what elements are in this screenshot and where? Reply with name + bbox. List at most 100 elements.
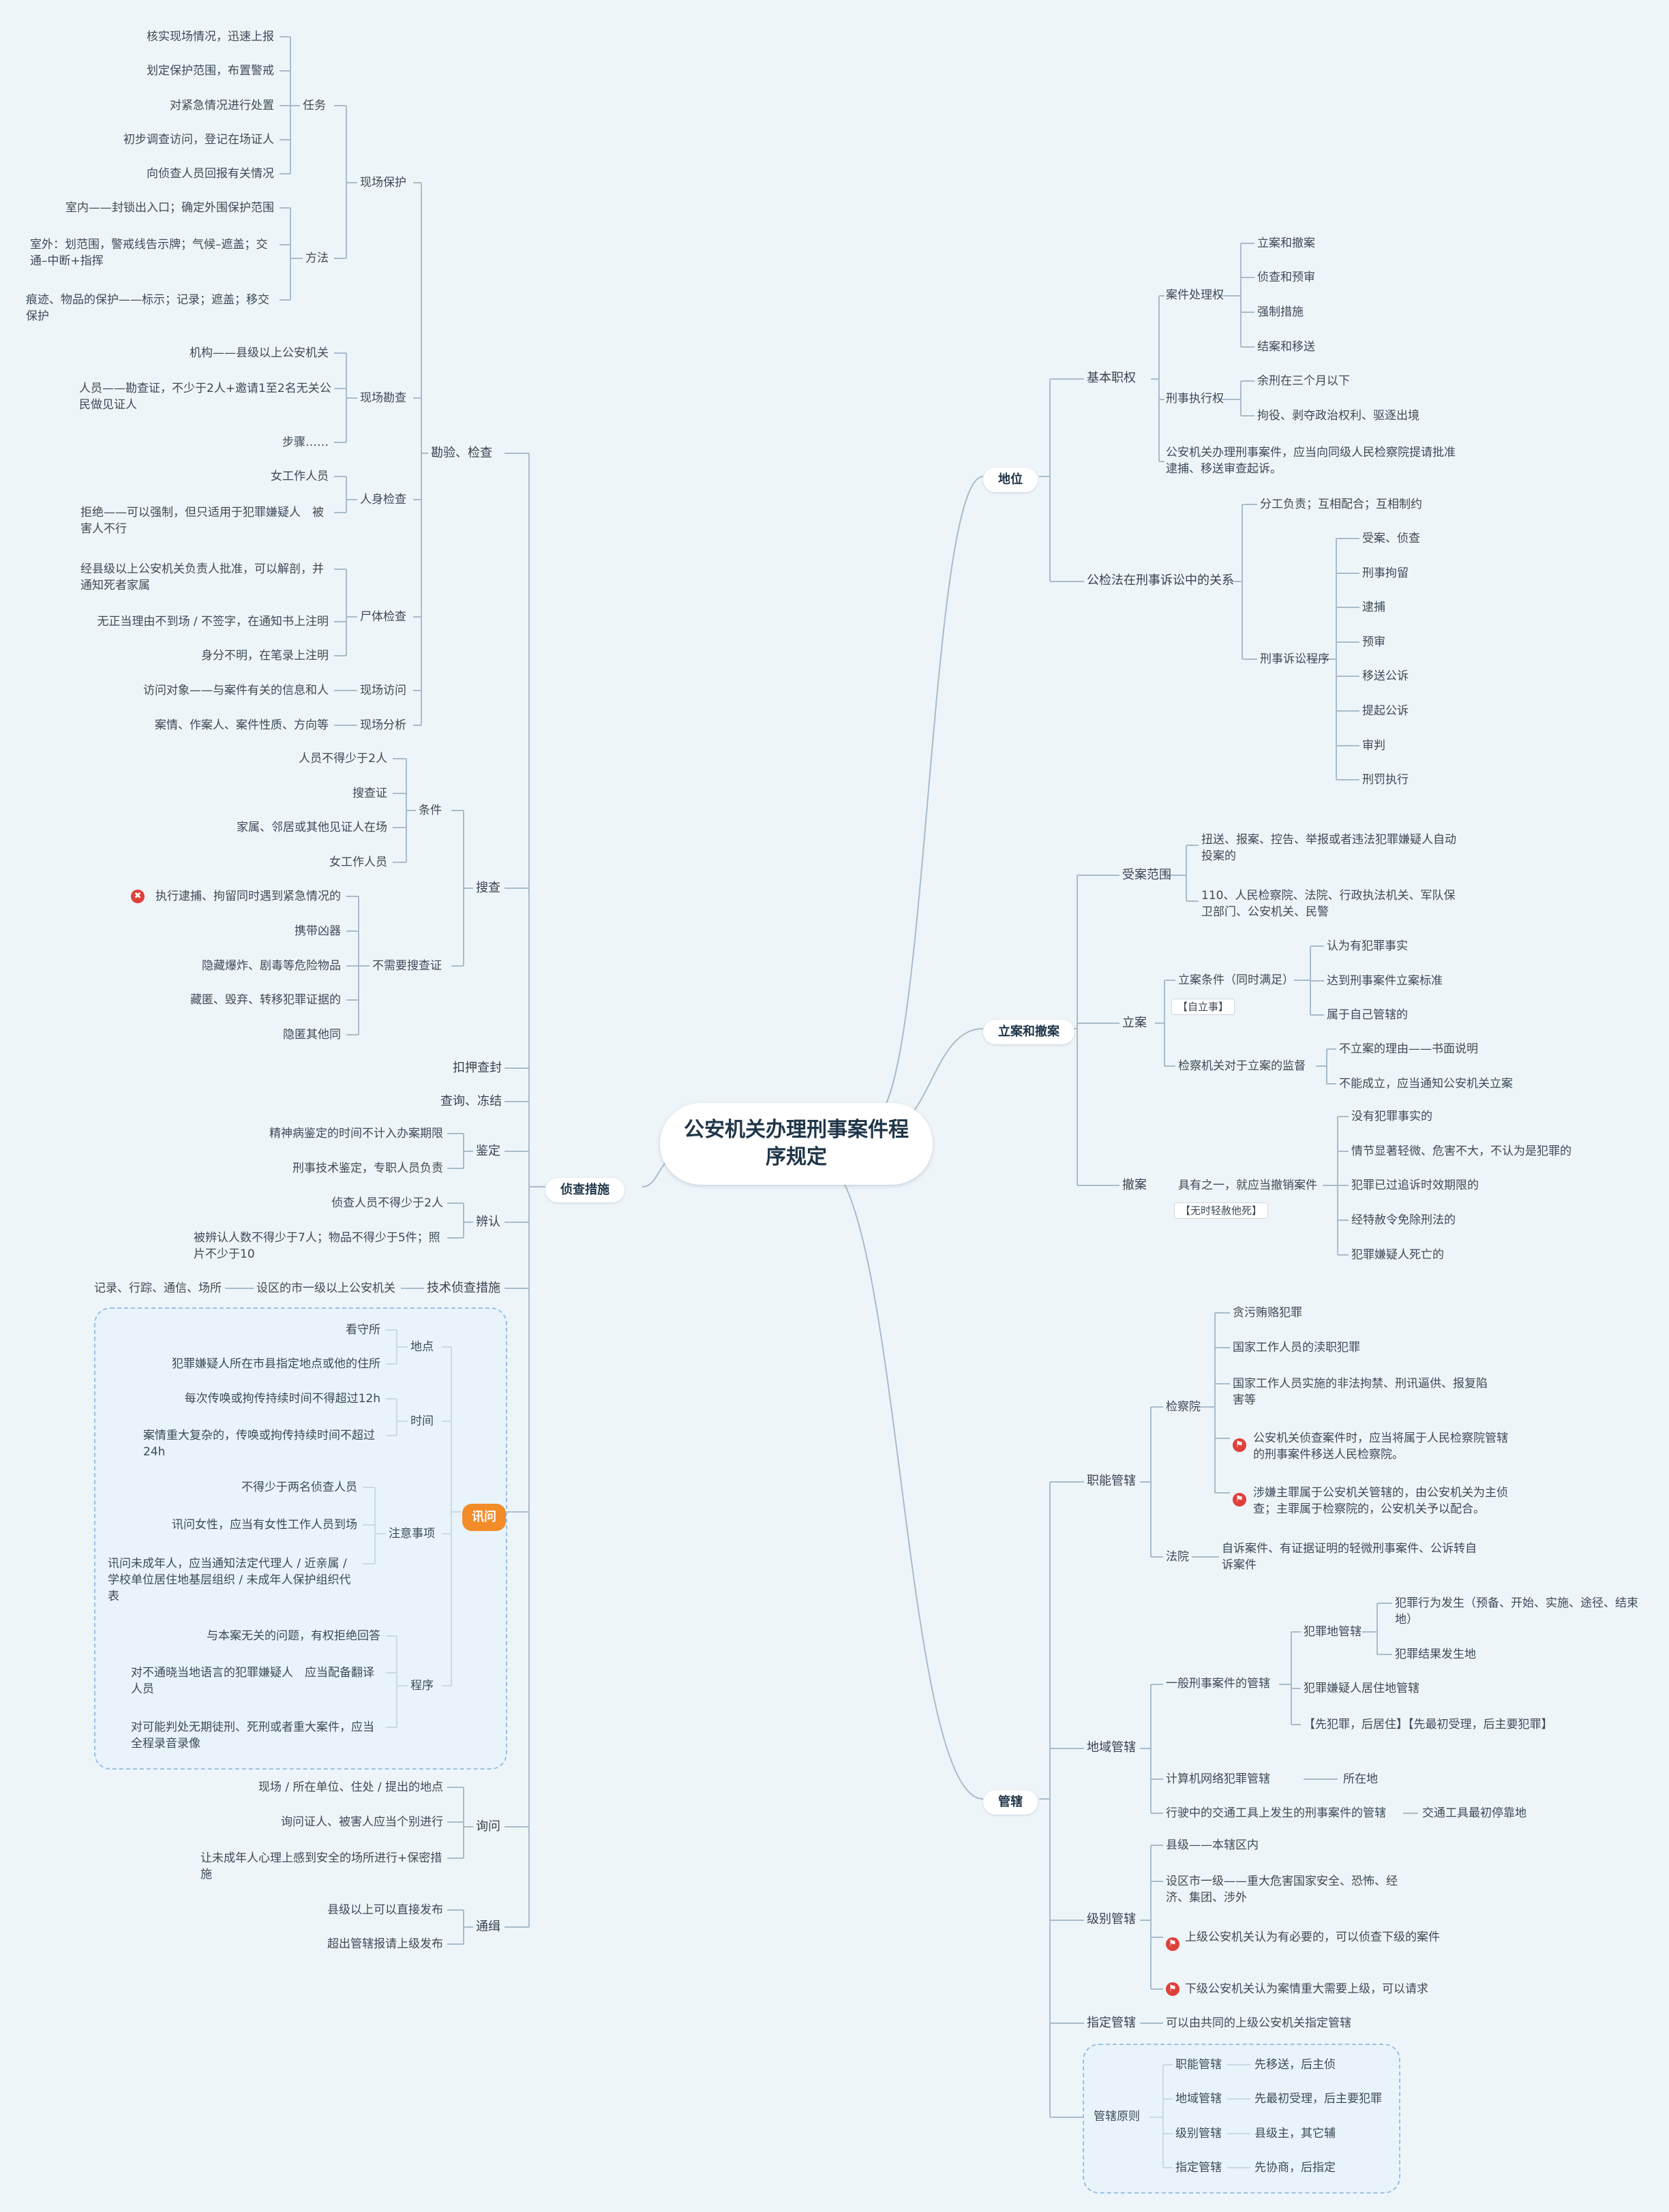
bianren-item[interactable]: 被辨认人数不得少于7人；物品不得少于5件；照片不少于10 xyxy=(194,1231,440,1261)
fangfa[interactable]: 方法 xyxy=(305,252,329,265)
renshen-item[interactable]: 女工作人员 xyxy=(271,470,329,483)
kancha-item[interactable]: 人员——勘查证，不少于2人+邀请1至2名无关公民做见证人 xyxy=(79,382,331,412)
guanxia-yuanze[interactable]: 管辖原则 xyxy=(1094,2110,1140,2123)
tiaojian-item[interactable]: 家属、邻居或其他见证人在场 xyxy=(237,821,387,834)
branch-zhencha[interactable]: 侦查措施 xyxy=(545,1178,625,1202)
chengxu-item[interactable]: 审判 xyxy=(1362,739,1385,753)
fanzuidi-item[interactable]: 犯罪行为发生（预备、开始、实施、途径、结束地） xyxy=(1395,1596,1638,1626)
xingshi-jiaotong-item[interactable]: 交通工具最初停靠地 xyxy=(1422,1806,1527,1820)
anjian-item[interactable]: 结案和移送 xyxy=(1257,340,1315,354)
xunwen2-item[interactable]: 让未成年人心理上感到安全的场所进行+保密措施 xyxy=(200,1851,442,1881)
renwu-item[interactable]: 划定保护范围，布置警戒 xyxy=(147,64,274,78)
chengxu-item[interactable]: 受案、侦查 xyxy=(1362,532,1420,545)
gongjianfa-guanxi[interactable]: 公检法在刑事诉讼中的关系 xyxy=(1087,573,1234,588)
renwu[interactable]: 任务 xyxy=(303,99,326,112)
jcy-item[interactable]: 公安机关侦查案件时，应当将属于人民检察院管辖的刑事案件移送人民检察院。 xyxy=(1253,1431,1508,1461)
yuanze-value[interactable]: 县级主，其它辅 xyxy=(1254,2127,1336,2140)
jiandu-item[interactable]: 不立案的理由——书面说明 xyxy=(1339,1042,1478,1056)
shiti-jiancha[interactable]: 尸体检查 xyxy=(360,610,406,624)
renshen-item[interactable]: 拒绝——可以强制，但只适用于犯罪嫌疑人 被害人不行 xyxy=(80,506,324,536)
xunwen2-item[interactable]: 现场 / 所在单位、住处 / 提出的地点 xyxy=(258,1781,443,1794)
xingshi-item[interactable]: 余刑在三个月以下 xyxy=(1257,374,1350,388)
bianren[interactable]: 辨认 xyxy=(476,1215,500,1229)
lian-node[interactable]: 立案 xyxy=(1122,1016,1147,1030)
zhuyi-item[interactable]: 不得少于两名侦查人员 xyxy=(241,1481,357,1494)
renshen-jiancha[interactable]: 人身检查 xyxy=(360,493,406,506)
anjian-item[interactable]: 强制措施 xyxy=(1257,305,1304,319)
zhiding-guanxia[interactable]: 指定管辖 xyxy=(1087,2016,1136,2030)
renwu-item[interactable]: 核实现场情况，迅速上报 xyxy=(147,30,274,44)
yuanze-value[interactable]: 先移送，后主侦 xyxy=(1254,2058,1336,2072)
jcy-item[interactable]: 国家工作人员的渎职犯罪 xyxy=(1233,1341,1360,1354)
tiaojian-item[interactable]: 达到刑事案件立案标准 xyxy=(1327,974,1443,988)
jishu-zhencha[interactable]: 技术侦查措施 xyxy=(427,1281,500,1295)
renwu-item[interactable]: 向侦查人员回报有关情况 xyxy=(147,167,274,181)
tongji-item[interactable]: 县级以上可以直接发布 xyxy=(327,1903,443,1917)
tiaojian-item[interactable]: 属于自己管辖的 xyxy=(1327,1008,1408,1022)
chengxu-item[interactable]: 对不通晓当地语言的犯罪嫌疑人 应当配备翻译人员 xyxy=(131,1666,374,1696)
bianren-item[interactable]: 侦查人员不得少于2人 xyxy=(331,1196,443,1210)
fayuan[interactable]: 法院 xyxy=(1166,1550,1189,1564)
zhuyi-item[interactable]: 讯问未成年人，应当通知法定代理人 / 近亲属 / 学校单位居住地基层组织 / 未… xyxy=(108,1557,351,1603)
xunwen2-node[interactable]: 询问 xyxy=(476,1819,500,1834)
branch-lian[interactable]: 立案和撤案 xyxy=(983,1020,1074,1044)
anjian-chuliquan[interactable]: 案件处理权 xyxy=(1166,288,1224,302)
jcy-item[interactable]: 国家工作人员实施的非法拘禁、刑讯逼供、报复陷害等 xyxy=(1233,1377,1488,1407)
chengxu-item[interactable]: 对可能判处无期徒刑、死刑或者重大案件，应当全程录音录像 xyxy=(131,1721,374,1751)
xingshi-zhixingquan[interactable]: 刑事执行权 xyxy=(1166,392,1224,406)
lian-jiandu[interactable]: 检察机关对于立案的监督 xyxy=(1178,1059,1306,1073)
xingshi-susong-chengxu[interactable]: 刑事诉讼程序 xyxy=(1260,652,1329,666)
chean-juyou[interactable]: 具有之一，就应当撤销案件 xyxy=(1178,1179,1317,1192)
zhineng-guanxia[interactable]: 职能管辖 xyxy=(1087,1474,1136,1488)
xunwen-chengxu[interactable]: 程序 xyxy=(410,1679,434,1693)
xingshi-item[interactable]: 拘役、剥夺政治权利、驱逐出境 xyxy=(1257,409,1419,423)
zhiding-item[interactable]: 可以由共同的上级公安机关指定管辖 xyxy=(1166,2016,1351,2030)
jiben-note[interactable]: 公安机关办理刑事案件，应当向同级人民检察院提请批准逮捕、移送审查起诉。 xyxy=(1166,446,1456,476)
chean-item[interactable]: 犯罪已过追诉时效期限的 xyxy=(1351,1179,1479,1192)
chengxu-item[interactable]: 提起公诉 xyxy=(1362,704,1409,718)
kouya-chafeng[interactable]: 扣押查封 xyxy=(453,1061,502,1075)
tongji-item[interactable]: 超出管辖报请上级发布 xyxy=(327,1937,443,1951)
yuanze-value[interactable]: 先协商，后指定 xyxy=(1254,2161,1336,2175)
chaxun-dongjie[interactable]: 查询、冻结 xyxy=(440,1094,502,1108)
fengong[interactable]: 分工负责；互相配合；互相制约 xyxy=(1260,498,1422,511)
jisuanji-item[interactable]: 所在地 xyxy=(1343,1772,1378,1786)
shiti-item[interactable]: 身分不明，在笔录上注明 xyxy=(201,649,329,663)
tiaojian-item[interactable]: 女工作人员 xyxy=(329,855,387,869)
chengxu-item[interactable]: 预审 xyxy=(1362,635,1385,649)
chengxu-item[interactable]: 刑事拘留 xyxy=(1362,566,1409,580)
tiaojian-item[interactable]: 搜查证 xyxy=(352,787,387,800)
branch-guanxia[interactable]: 管辖 xyxy=(983,1790,1038,1815)
jiandu-item[interactable]: 不能成立，应当通知公安机关立案 xyxy=(1339,1077,1513,1091)
renwu-item[interactable]: 对紧急情况进行处置 xyxy=(170,99,274,112)
chean-item[interactable]: 情节显著轻微、危害不大，不认为是犯罪的 xyxy=(1351,1145,1572,1158)
chengxu-item[interactable]: 与本案无关的问题，有权拒绝回答 xyxy=(207,1629,380,1643)
buxuyao-item[interactable]: 隐藏爆炸、剧毒等危险物品 xyxy=(202,959,341,973)
yuanze-key[interactable]: 地域管辖 xyxy=(1175,2092,1222,2106)
jibie-guanxia[interactable]: 级别管辖 xyxy=(1087,1912,1136,1926)
chean-item[interactable]: 犯罪嫌疑人死亡的 xyxy=(1351,1248,1444,1262)
jianchayuan[interactable]: 检察院 xyxy=(1166,1400,1201,1414)
tiaojian-item[interactable]: 认为有犯罪事实 xyxy=(1327,939,1408,953)
anjian-item[interactable]: 侦查和预审 xyxy=(1257,271,1315,284)
yuanze-key[interactable]: 职能管辖 xyxy=(1175,2058,1222,2072)
jishu-left[interactable]: 记录、行踪、通信、场所 xyxy=(94,1282,222,1295)
xunwen-shijian[interactable]: 时间 xyxy=(410,1414,434,1428)
xunwen-didian[interactable]: 地点 xyxy=(410,1340,434,1354)
soucha[interactable]: 搜查 xyxy=(476,881,500,895)
yuanze-key[interactable]: 级别管辖 xyxy=(1175,2127,1222,2140)
zhuyi-item[interactable]: 讯问女性，应当有女性工作人员到场 xyxy=(172,1518,357,1532)
buxuyao-item[interactable]: 执行逮捕、拘留同时遇到紧急情况的 xyxy=(155,890,341,903)
kancha-item[interactable]: 机构——县级以上公安机关 xyxy=(190,346,329,360)
jcy-item[interactable]: 贪污贿赂犯罪 xyxy=(1233,1306,1302,1320)
yiban-guanxia[interactable]: 一般刑事案件的管辖 xyxy=(1166,1677,1270,1691)
kancha-item[interactable]: 步骤…… xyxy=(282,436,329,449)
buxuyao-item[interactable]: 藏匿、毁弃、转移犯罪证据的 xyxy=(190,993,341,1007)
jianding[interactable]: 鉴定 xyxy=(476,1144,500,1158)
fangfa-item[interactable]: 室内——封锁出入口；确定外围保护范围 xyxy=(65,201,274,215)
fanzuidi-guanxia[interactable]: 犯罪地管辖 xyxy=(1304,1625,1362,1639)
xianchang-fenxi[interactable]: 现场分析 xyxy=(360,718,406,732)
jiben-zhiquan[interactable]: 基本职权 xyxy=(1087,371,1136,385)
chengxu-item[interactable]: 逮捕 xyxy=(1362,601,1385,614)
tongji[interactable]: 通缉 xyxy=(476,1920,500,1934)
